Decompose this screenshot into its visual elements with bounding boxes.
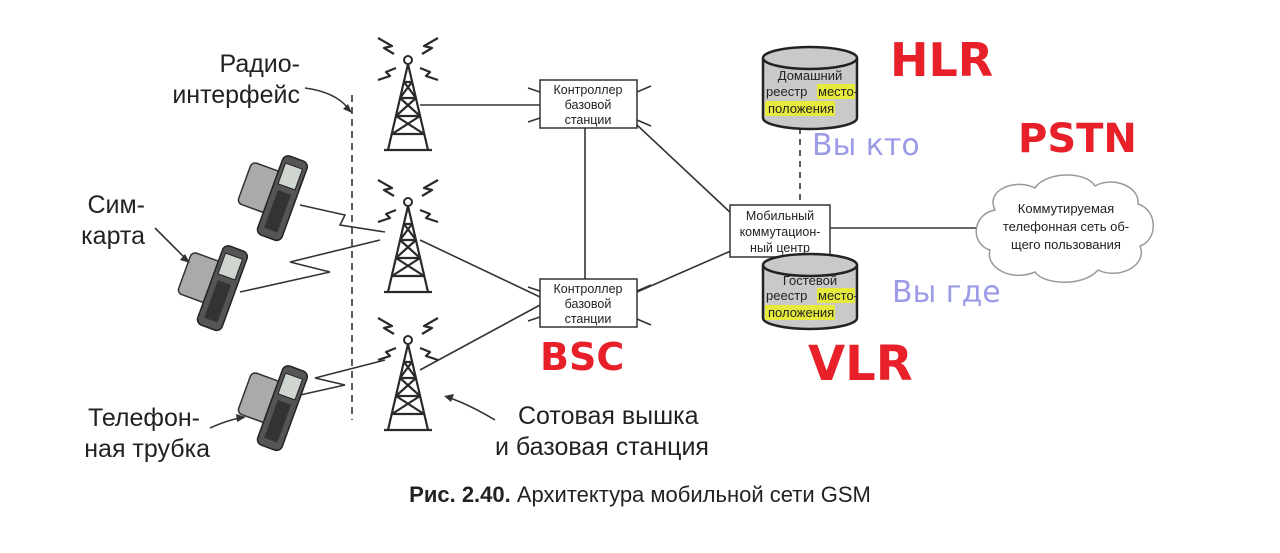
hlr-line2b: место- [818,84,858,99]
sim-card-label-line1: Сим- [87,191,145,219]
msc-box: Мобильный коммутацион- ный центр [729,204,831,258]
cell-tower-label-line2: и базовая станция [495,433,709,461]
link-tower2-bsc [419,239,541,298]
caption-number: Рис. 2.40. [409,482,511,507]
hlr-line1: Домашний [778,68,842,83]
bsc-box-bottom: Контроллер базовой станции [527,278,652,328]
gsm-architecture-diagram: Радио- интерфейс Сим- карта Телефон- ная… [81,33,1154,463]
msc-line1: Мобильный [746,209,814,223]
vlr-line2a: реестр [766,288,807,303]
mobile-phone-icon [177,245,249,332]
bsc-box-top: Контроллер базовой станции [527,79,652,129]
annotation-who: Вы кто [812,128,920,163]
arrow-sim-card [154,227,186,259]
vlr-line2b: место- [818,288,858,303]
mobile-phone-icon [237,365,309,452]
arrow-radio-interface [304,87,349,109]
annotation-pstn: PSTN [1018,116,1137,162]
bsc-top-line2: базовой [565,98,612,112]
handset-label-line1: Телефон- [88,404,200,432]
link-bsc1-msc [636,124,734,216]
radio-link-phone2 [239,239,381,293]
bsc-bottom-line2: базовой [565,297,612,311]
radio-links [239,204,386,396]
vlr-line1: Гостевой [783,273,837,288]
radio-interface-label-line2: интерфейс [172,81,300,109]
radio-link-phone3 [299,359,386,396]
handset-label-line2: ная трубка [84,435,210,463]
pstn-line3: щего пользования [1011,237,1121,252]
caption-text: Архитектура мобильной сети GSM [510,482,871,507]
cell-tower-icon [377,317,439,432]
annotation-bsc: BSC [540,335,624,379]
annotation-where: Вы где [892,275,1001,310]
pstn-line1: Коммутируемая [1018,201,1114,216]
sim-card-label-line2: карта [81,222,145,250]
radio-link-phone1 [299,204,386,233]
annotation-hlr: HLR [890,33,993,87]
link-bsc2-msc [636,249,734,293]
hlr-line3: положения [768,101,834,116]
pstn-cloud-icon: Коммутируемая телефонная сеть об- щего п… [975,174,1154,283]
cell-tower-icon [377,179,439,294]
label-pointers [154,87,496,429]
pstn-line2: телефонная сеть об- [1003,219,1129,234]
arrow-cell-tower [449,397,496,421]
msc-line2: коммутацион- [740,225,821,239]
cell-tower-label-line1: Сотовая вышка [518,402,699,430]
mobile-phone-icon [237,155,309,242]
bsc-bottom-line1: Контроллер [554,282,623,296]
figure-caption: Рис. 2.40. Архитектура мобильной сети GS… [0,482,1280,508]
hlr-database-icon: Домашний реестр место- положения [761,45,859,131]
vlr-database-icon: Гостевой реестр место- положения [761,252,859,331]
annotation-vlr: VLR [808,336,913,392]
bsc-bottom-line3: станции [565,312,612,326]
radio-interface-label-line1: Радио- [219,50,300,78]
bsc-top-line1: Контроллер [554,83,623,97]
arrow-handset [209,417,241,429]
link-tower3-bsc [419,304,541,371]
network-links [351,95,985,420]
bsc-top-line3: станции [565,113,612,127]
vlr-line3: положения [768,305,834,320]
hlr-line2a: реестр [766,84,807,99]
cell-tower-icon [377,37,439,152]
msc-line3: ный центр [750,241,810,255]
